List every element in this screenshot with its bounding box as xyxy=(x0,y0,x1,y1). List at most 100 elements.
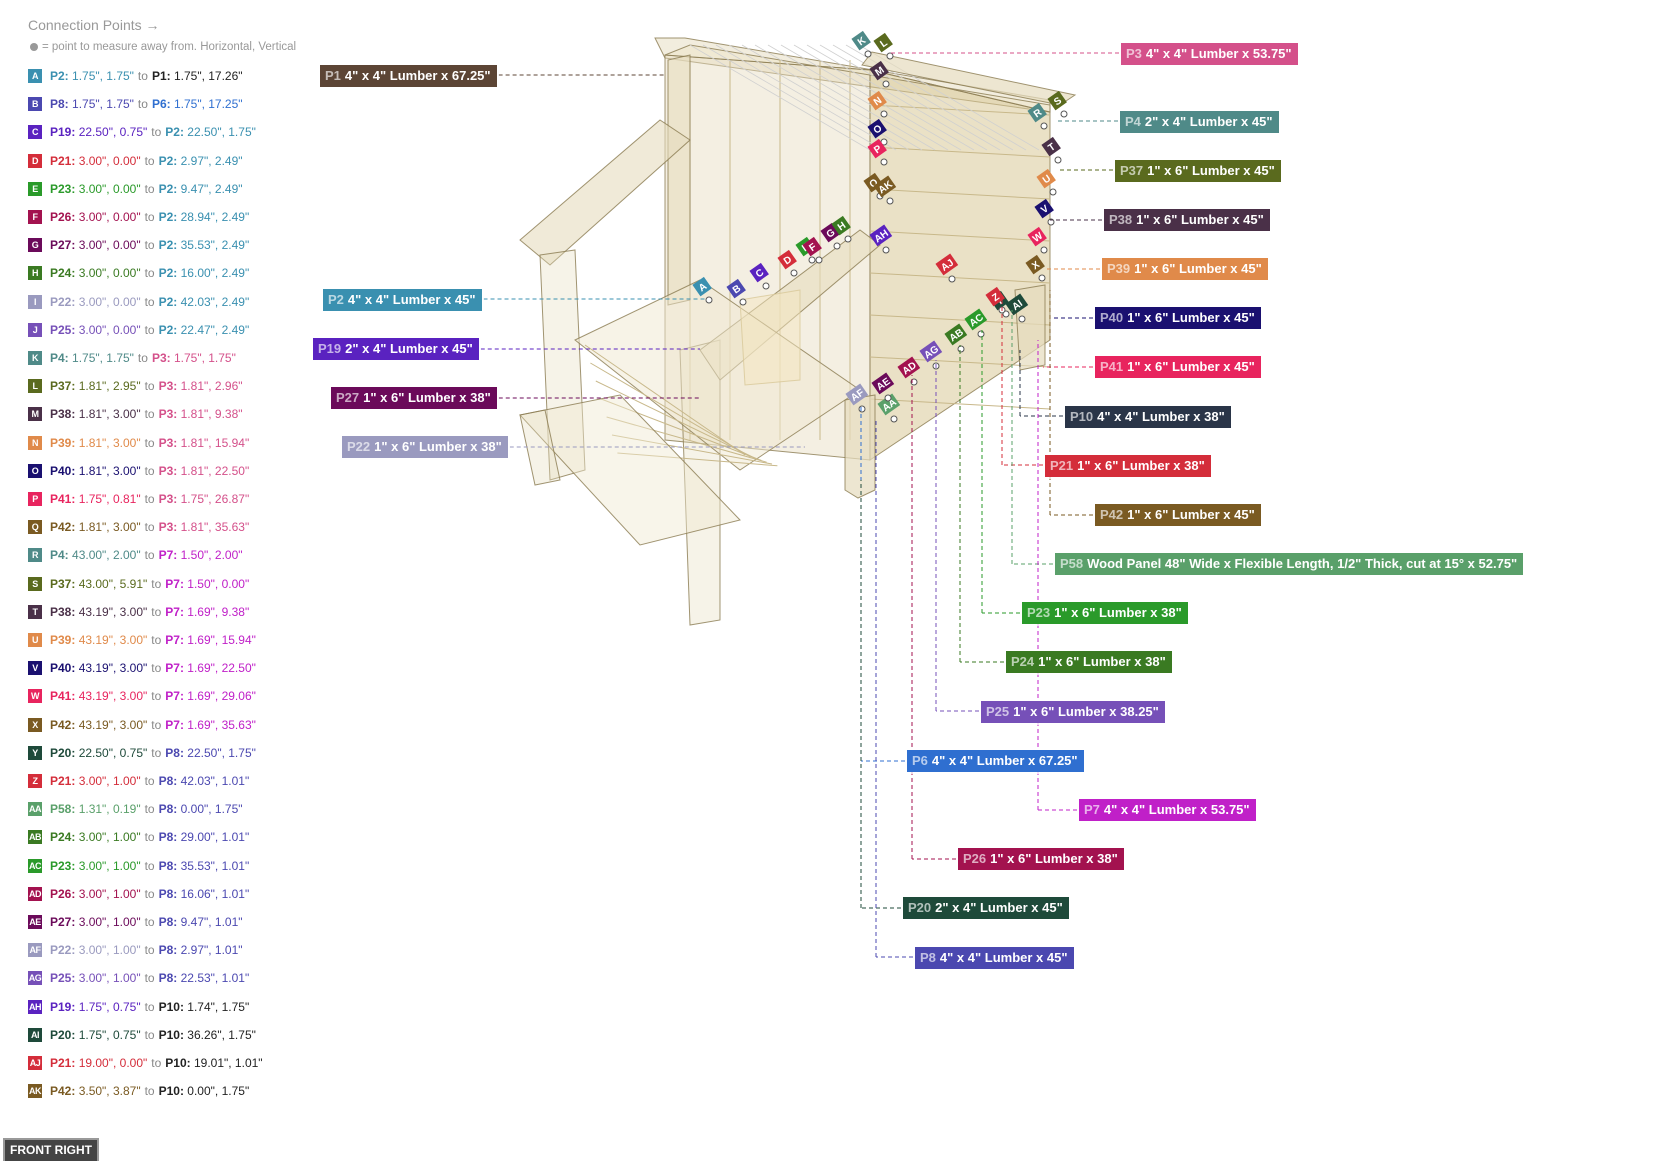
marker-z[interactable]: Z xyxy=(985,286,1005,307)
marker-s[interactable]: S xyxy=(1047,90,1067,111)
measure-point-icon xyxy=(705,296,713,304)
marker-ai[interactable]: AI xyxy=(1005,293,1029,316)
marker-o[interactable]: O xyxy=(867,118,887,139)
marker-l[interactable]: L xyxy=(873,32,893,53)
marker-k[interactable]: K xyxy=(851,30,871,51)
measure-point-icon xyxy=(858,405,866,413)
measure-point-icon xyxy=(882,246,890,254)
marker-c[interactable]: C xyxy=(749,262,769,283)
marker-n[interactable]: N xyxy=(867,90,887,111)
to-part: P7: xyxy=(165,576,184,591)
view-label[interactable]: FRONT RIGHT xyxy=(5,1140,97,1161)
part-id: P41 xyxy=(1100,359,1124,374)
marker-v[interactable]: V xyxy=(1034,198,1054,219)
marker-w[interactable]: W xyxy=(1027,226,1047,247)
marker-badge xyxy=(851,30,871,51)
marker-u[interactable]: U xyxy=(1036,168,1056,189)
marker-m[interactable]: M xyxy=(869,60,889,81)
from-value: 3.00", 1.00" xyxy=(75,774,141,788)
marker-t[interactable]: T xyxy=(1041,136,1061,157)
measure-point-icon xyxy=(886,197,894,205)
marker-r[interactable]: R xyxy=(1027,102,1047,123)
marker-b[interactable]: B xyxy=(726,278,746,299)
marker-a[interactable]: A xyxy=(692,276,712,297)
marker-h[interactable]: H xyxy=(831,215,851,236)
from-part: P26: xyxy=(50,886,76,901)
from-value: 1.81", 3.00" xyxy=(75,435,141,450)
connection-points-title[interactable]: Connection Points → xyxy=(28,17,160,33)
to-value: 28.94", 2.49" xyxy=(177,210,250,224)
connection-badge: E xyxy=(28,181,42,196)
marker-d[interactable]: D xyxy=(777,249,797,270)
to-text: to xyxy=(144,858,155,873)
marker-text: Z xyxy=(990,292,1001,305)
measure-point-icon xyxy=(808,256,816,264)
marker-p[interactable]: P xyxy=(867,138,887,159)
marker-x[interactable]: X xyxy=(1025,254,1045,275)
to-part: P2: xyxy=(158,210,178,224)
marker-f[interactable]: F xyxy=(802,236,822,257)
